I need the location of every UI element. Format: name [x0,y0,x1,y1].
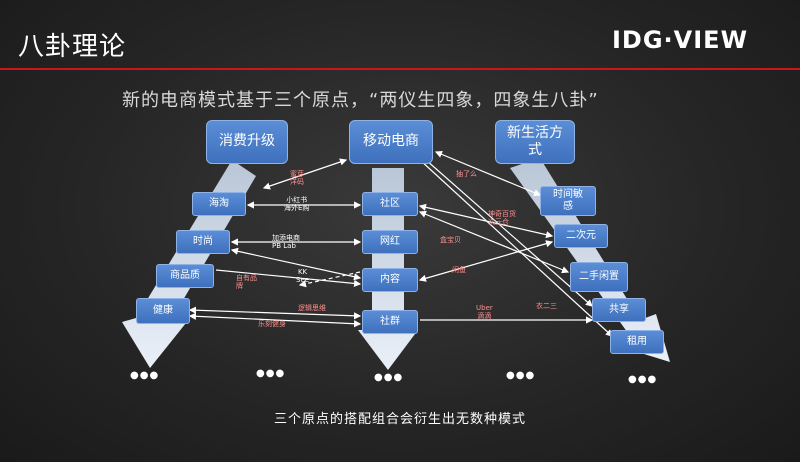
edge-label: 神奇百货 次元仓 [488,210,516,227]
left-item-haitao: 海淘 [192,192,246,216]
edge-health-shequn-2 [188,312,362,328]
edge-label: 自有品 牌 [236,274,257,291]
edge-neirong-health [298,271,361,288]
right-item-ershou: 二手闲置 [570,262,628,292]
left-item-fashion: 时尚 [176,230,230,254]
edge-mobile-consumption [262,158,348,190]
edge-fashion-neirong [230,247,362,281]
right-item-time-sensitive: 时间敏感 [540,186,596,216]
edge-label: KK See [296,268,310,285]
mid-item-neirong: 内容 [362,268,418,292]
header-divider [0,68,800,70]
ellipsis-dots: ●●● [256,368,286,379]
brand-logo: IDG·VIEW [612,26,749,54]
edge-label: 蜜芽 洋码 [290,170,304,187]
edge-label: 小红书 海外E购 [284,196,310,213]
edge-neirong-ciyuan [418,240,554,282]
ellipsis-dots: ●●● [130,370,160,381]
ellipsis-dots: ●●● [628,374,658,385]
left-item-health: 健康 [136,298,190,324]
slide-subtitle: 新的电商模式基于三个原点，“两仪生四象，四象生八卦” [122,90,599,111]
edge-mobile-time [434,150,542,197]
box-new-lifestyle: 新生活方式 [495,120,575,164]
edge-label: 抽了么 [456,170,477,178]
mid-item-wanghong: 网红 [362,230,418,254]
edge-label: 加添电商 PB Lab [272,234,300,251]
box-mobile-ecommerce: 移动电商 [349,120,433,164]
edge-label: Uber 滴滴 [476,304,493,321]
slide-footer: 三个原点的搭配组合会衍生出无数种模式 [273,412,526,427]
edge-mobile-gongxiang [425,159,593,307]
ellipsis-dots: ●●● [374,372,404,383]
edge-quality-neirong [215,269,362,288]
edge-label: 盒宝贝 [440,236,461,244]
edge-mobile-zuyong [419,159,613,337]
right-item-zuyong: 租用 [610,330,664,354]
edge-health-shequn [188,306,362,320]
right-item-ciyuan: 二次元 [554,224,608,248]
right-item-gongxiang: 共享 [592,298,646,322]
edge-label: 衣二三 [536,302,557,310]
header: 八卦理论 IDG·VIEW [0,0,800,70]
edge-label: 乐刻健身 [258,320,286,328]
mid-item-shequ: 社区 [362,192,418,216]
mid-item-shequn: 社群 [362,310,418,334]
box-consumption-upgrade: 消费升级 [206,120,288,164]
edge-label: 闲鱼 [452,266,466,274]
page-title: 八卦理论 [18,32,127,62]
left-item-quality: 商品质 [156,264,214,288]
edge-label: 逻辑思维 [298,304,326,312]
ellipsis-dots: ●●● [506,370,536,381]
